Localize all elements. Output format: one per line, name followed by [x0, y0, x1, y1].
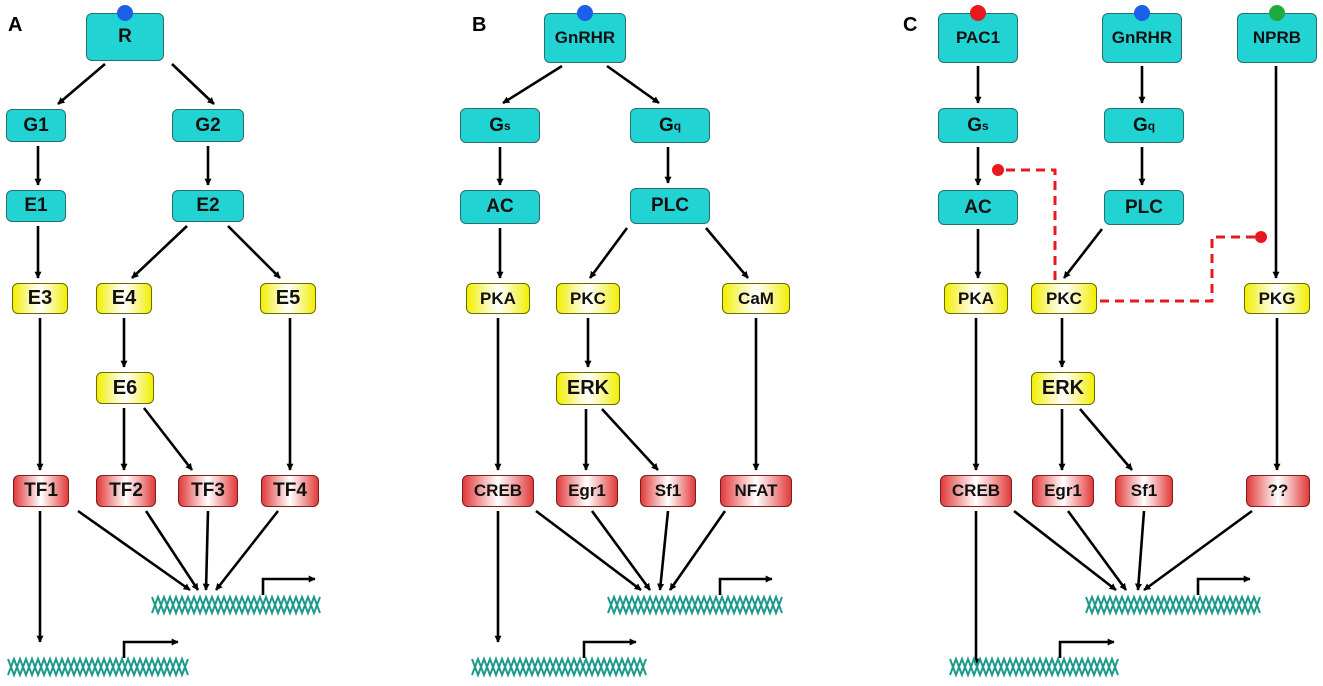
receptor-dot-red — [970, 5, 986, 21]
gq-base: G — [658, 114, 674, 136]
receptor-dot-blue — [577, 5, 593, 21]
activation-arrow — [77, 509, 191, 592]
dna-strand-icon — [607, 594, 783, 616]
node-a-e6: E6 — [96, 372, 154, 404]
node-b-gnrhr: GnRHR — [544, 13, 626, 63]
transcription-start-arrow — [1196, 575, 1251, 595]
activation-arrow — [1143, 509, 1253, 592]
node-c-ac: AC — [938, 190, 1018, 225]
activation-arrow — [590, 510, 652, 591]
pkc-inhibits-nprb-line — [1100, 231, 1267, 303]
node-c-pac1: PAC1 — [938, 13, 1018, 63]
node-c-nprb: NPRB — [1237, 13, 1317, 63]
node-c-pkc: PKC — [1031, 283, 1097, 314]
activation-arrow — [144, 510, 200, 591]
activation-arrow — [57, 63, 106, 105]
dna-strand-icon — [949, 656, 1119, 678]
node-c-plc: PLC — [1104, 190, 1184, 225]
node-a-e4: E4 — [96, 283, 152, 314]
gs-base: G — [967, 114, 983, 136]
node-a-e5: E5 — [260, 283, 316, 314]
receptor-dot-blue — [1134, 5, 1150, 21]
dna-strand-icon — [471, 656, 647, 678]
node-a-g1: G1 — [6, 109, 66, 142]
transcription-start-arrow — [261, 575, 316, 595]
activation-arrow — [535, 509, 642, 592]
node-b-sf1: Sf1 — [640, 475, 696, 507]
dna-strand-icon — [7, 656, 189, 678]
transcription-start-arrow — [718, 575, 773, 595]
activation-arrow — [588, 227, 629, 279]
node-a-e2: E2 — [172, 190, 244, 222]
dna-strand-icon — [151, 594, 321, 616]
node-a-tf1: TF1 — [13, 475, 69, 507]
activation-arrow — [202, 510, 210, 591]
activation-arrow — [668, 510, 727, 591]
node-a-tf3: TF3 — [178, 475, 238, 507]
transcription-start-arrow — [582, 638, 637, 658]
activation-arrow — [502, 64, 563, 105]
activation-arrow — [131, 225, 188, 279]
node-a-tf2: TF2 — [96, 475, 156, 507]
node-b-plc: PLC — [630, 188, 710, 224]
node-b-cam: CaM — [722, 283, 790, 314]
node-c-creb: CREB — [940, 475, 1012, 507]
node-c-pka: PKA — [944, 283, 1008, 314]
gs-base: G — [489, 114, 505, 136]
activation-arrow — [606, 64, 660, 105]
node-b-nfat: NFAT — [720, 475, 792, 507]
panel-a-label: A — [8, 14, 23, 36]
node-a-e3: E3 — [12, 283, 68, 314]
activation-arrow — [1013, 509, 1117, 592]
node-a-e1: E1 — [6, 190, 66, 222]
receptor-dot-green — [1269, 5, 1285, 21]
activation-arrow — [657, 510, 670, 591]
activation-arrow — [1066, 510, 1128, 591]
node-c-gnrhr: GnRHR — [1102, 13, 1182, 63]
node-a-r: R — [86, 13, 164, 61]
node-b-pkc: PKC — [556, 283, 620, 314]
gs-subscript: s — [504, 118, 511, 133]
activation-arrow — [1079, 408, 1133, 471]
node-c-egr1: Egr1 — [1032, 475, 1094, 507]
panel-b-label: B — [472, 14, 487, 36]
pkc-inhibits-gs-line — [992, 164, 1057, 280]
activation-arrow — [601, 408, 659, 471]
inhibition-layer — [992, 164, 1267, 303]
transcription-start-arrow — [1058, 638, 1115, 658]
node-b-erk: ERK — [556, 372, 620, 405]
activation-arrow — [1062, 228, 1104, 279]
node-c-erk: ERK — [1031, 372, 1095, 405]
gq-subscript: q — [673, 118, 682, 133]
node-b-egr1: Egr1 — [556, 475, 618, 507]
activation-arrow — [705, 227, 749, 279]
node-a-g2: G2 — [172, 109, 244, 142]
activation-arrow — [142, 407, 194, 471]
panel-c-label: C — [903, 14, 918, 36]
gq-base: G — [1132, 114, 1148, 136]
receptor-dot-blue — [117, 5, 133, 21]
node-c-sf1: Sf1 — [1115, 475, 1173, 507]
node-a-tf4: TF4 — [261, 475, 319, 507]
transcription-start-arrow — [122, 638, 179, 658]
activation-arrow — [227, 225, 281, 279]
arrow-layer — [34, 63, 1281, 666]
node-b-pka: PKA — [466, 283, 530, 314]
node-b-creb: CREB — [462, 475, 534, 507]
node-b-ac: AC — [460, 190, 540, 224]
dna-strand-icon — [1085, 594, 1261, 616]
node-c-unknown: ?? — [1246, 475, 1310, 507]
activation-arrow — [1134, 510, 1146, 591]
activation-arrow — [214, 510, 280, 591]
gs-subscript: s — [982, 118, 989, 133]
activation-arrow — [171, 63, 215, 105]
dna-layer — [7, 594, 1261, 678]
node-c-pkg: PKG — [1244, 283, 1310, 314]
gq-subscript: q — [1147, 118, 1156, 133]
